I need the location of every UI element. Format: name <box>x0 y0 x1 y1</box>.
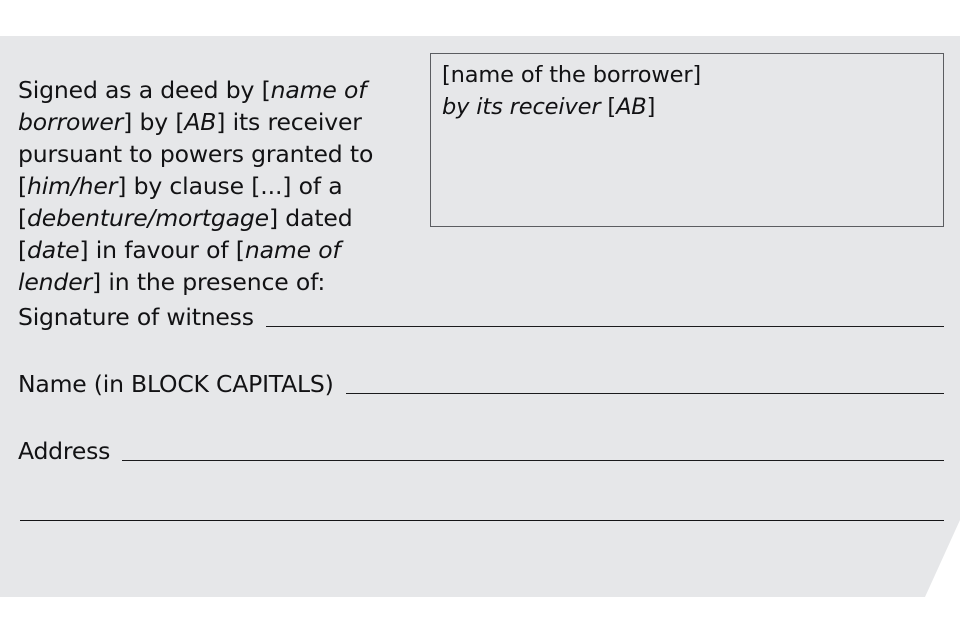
attestation-placeholder-him-her: him/her <box>27 171 118 200</box>
attestation-placeholder-debenture-mortgage: debenture/mortgage <box>27 203 269 232</box>
field-label-signature-of-witness: Signature of witness <box>18 303 254 331</box>
field-rule-address-continuation[interactable] <box>20 520 944 521</box>
attestation-placeholder-ab: AB <box>184 107 217 136</box>
attestation-placeholder-date: date <box>27 235 80 264</box>
signature-box-line-1: [name of the borrower] <box>442 62 702 88</box>
attestation-segment-2: ] by [ <box>123 107 185 136</box>
signature-box-by-its-receiver: by its receiver <box>442 94 601 120</box>
signature-box-bracket-close: ] <box>646 94 656 120</box>
signature-box-bracket-open: [ <box>600 94 617 120</box>
attestation-segment-4: ] its receiver pursuant to powers grante… <box>18 107 374 200</box>
deed-card: Signed as a deed by [name of borrower] b… <box>0 36 960 597</box>
attestation-segment-6: ] by clause [...] of a [ <box>18 171 343 232</box>
signature-box-line-2: by its receiver [AB] <box>442 91 935 123</box>
signature-box[interactable]: [name of the borrower] by its receiver [… <box>430 53 944 227</box>
attestation-segment-8: ] dated [ <box>18 203 353 264</box>
field-rule-address[interactable] <box>122 459 944 461</box>
field-rule-name-block-capitals[interactable] <box>345 392 944 394</box>
attestation-segment-12: ] in the presence of: <box>92 267 326 296</box>
attestation-segment-10: ] in favour of [ <box>79 235 245 264</box>
field-label-name-block-capitals: Name (in BLOCK CAPITALS) <box>18 370 334 398</box>
attestation-segment-0: Signed as a deed by [ <box>18 75 271 104</box>
field-address[interactable]: Address <box>18 434 944 468</box>
execution-row: Signed as a deed by [name of borrower] b… <box>0 36 960 296</box>
field-rule-signature-of-witness[interactable] <box>265 325 944 327</box>
attestation-paragraph: Signed as a deed by [name of borrower] b… <box>18 74 410 298</box>
attestation-placeholder-name-of-borrower: name of borrower <box>18 75 367 136</box>
field-label-address: Address <box>18 437 111 465</box>
field-signature-of-witness[interactable]: Signature of witness <box>18 300 944 334</box>
attestation-placeholder-name-of-lender: name of lender <box>18 235 341 296</box>
field-name-block-capitals[interactable]: Name (in BLOCK CAPITALS) <box>18 367 944 401</box>
signature-box-text: [name of the borrower] by its receiver [… <box>442 59 935 123</box>
signature-box-initials: AB <box>616 94 647 120</box>
